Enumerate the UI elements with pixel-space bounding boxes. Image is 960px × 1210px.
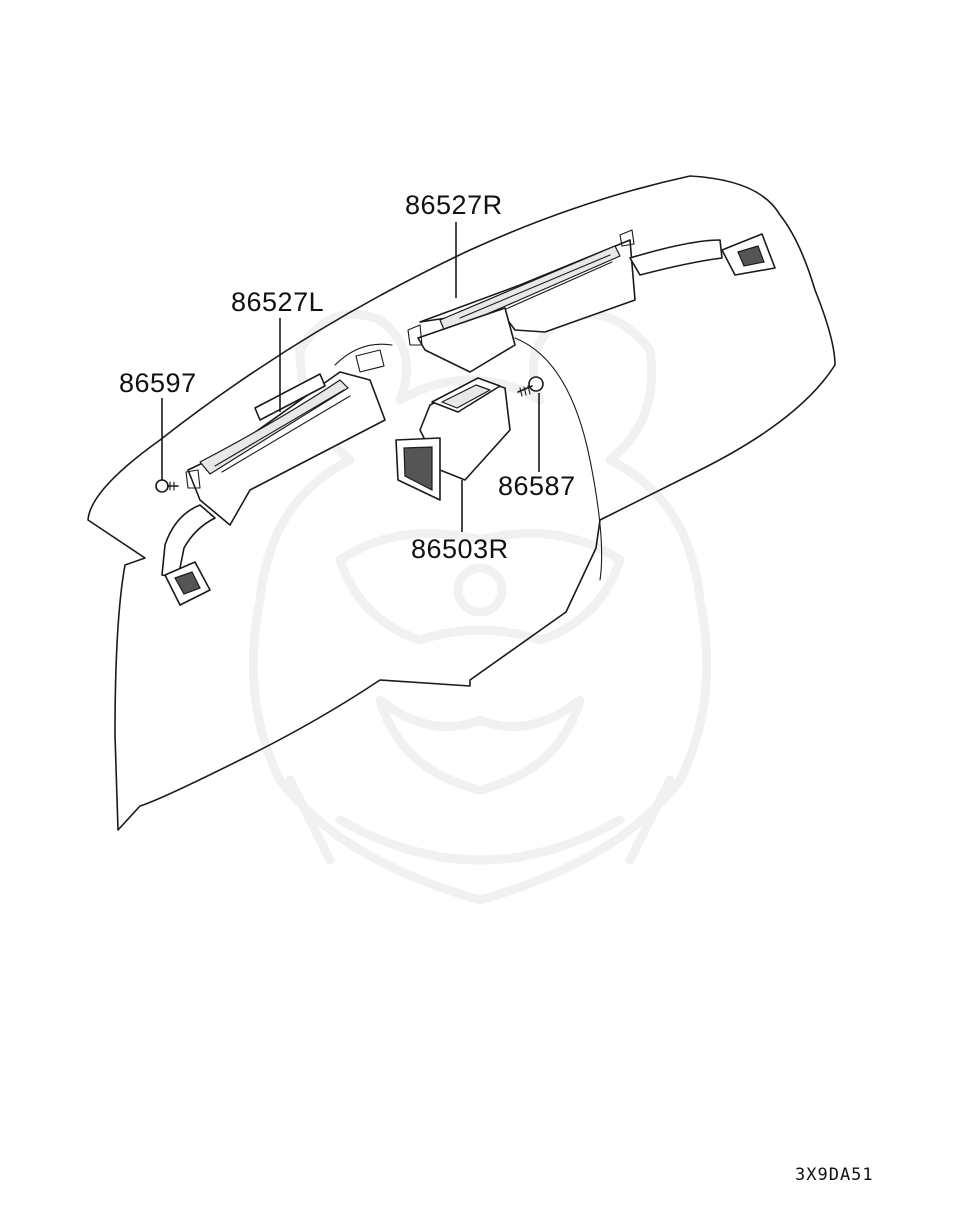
- part-label-86527r: 86527R: [405, 190, 503, 220]
- clip-86597: [155, 479, 179, 493]
- drawing-code: 3X9DA51: [795, 1165, 874, 1185]
- part-label-86503r: 86503R: [411, 534, 509, 564]
- part-label-86597: 86597: [119, 368, 197, 398]
- leader-lines: [161, 222, 540, 532]
- duct-86527r: [407, 229, 776, 373]
- bolt-86587: [517, 376, 544, 397]
- duct-86527l: [161, 349, 386, 606]
- vent-86503r: [395, 377, 511, 501]
- dashboard-outline: [87, 175, 836, 831]
- watermark-emblem: [248, 309, 712, 905]
- part-label-86527l: 86527L: [231, 287, 324, 317]
- part-label-86587: 86587: [498, 471, 576, 501]
